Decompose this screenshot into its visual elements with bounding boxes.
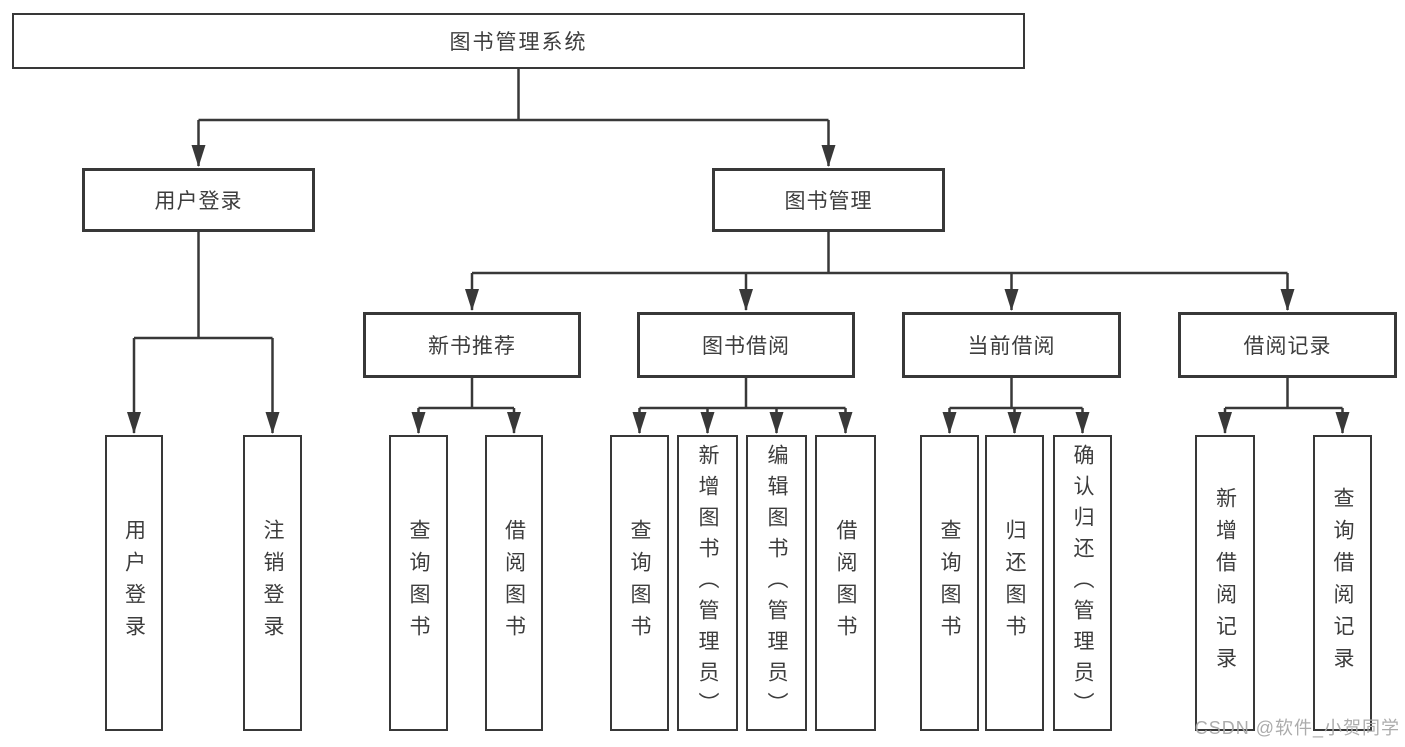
leaf-query-borrow-record: 查询借阅记录	[1313, 435, 1372, 731]
node-label: 注销登录	[261, 519, 285, 647]
node-book-borrowing: 图书借阅	[637, 312, 855, 378]
leaf-query-books-borrowing: 查询图书	[610, 435, 669, 731]
leaf-query-books-recommend: 查询图书	[389, 435, 448, 731]
node-label: 用户登录	[154, 190, 243, 213]
leaf-return-books: 归还图书	[985, 435, 1044, 731]
node-label: 图书借阅	[702, 335, 790, 358]
node-label: 新书推荐	[428, 335, 516, 358]
node-label: 确认归还（管理员）	[1071, 443, 1095, 723]
node-book-management: 图书管理	[712, 168, 945, 232]
leaf-borrow-books: 借阅图书	[815, 435, 876, 731]
node-label: 借阅图书	[502, 519, 526, 647]
node-library-management-system: 图书管理系统	[12, 13, 1025, 69]
node-current-borrowing: 当前借阅	[902, 312, 1121, 378]
node-label: 新增借阅记录	[1213, 487, 1237, 679]
node-label: 查询图书	[938, 519, 962, 647]
node-label: 当前借阅	[967, 335, 1056, 358]
csdn-watermark: CSDN @软件_小贺同学	[1194, 718, 1400, 738]
node-label: 新增图书（管理员）	[696, 443, 720, 723]
node-label: 归还图书	[1003, 519, 1027, 647]
node-label: 借阅记录	[1243, 335, 1332, 358]
node-label: 查询借阅记录	[1331, 487, 1355, 679]
node-label: 图书管理	[784, 190, 873, 213]
node-user-login: 用户登录	[82, 168, 315, 232]
leaf-query-books-current: 查询图书	[920, 435, 979, 731]
leaf-add-books-admin: 新增图书（管理员）	[677, 435, 738, 731]
node-label: 查询图书	[407, 519, 431, 647]
leaf-add-borrow-record: 新增借阅记录	[1195, 435, 1255, 731]
node-label: 查询图书	[628, 519, 652, 647]
node-new-book-recommend: 新书推荐	[363, 312, 581, 378]
node-borrowing-records: 借阅记录	[1178, 312, 1397, 378]
node-label: 编辑图书（管理员）	[765, 443, 789, 723]
node-label: 用户登录	[122, 519, 146, 647]
leaf-logout: 注销登录	[243, 435, 302, 731]
leaf-borrow-books-recommend: 借阅图书	[485, 435, 543, 731]
node-label: 借阅图书	[834, 519, 858, 647]
leaf-edit-books-admin: 编辑图书（管理员）	[746, 435, 807, 731]
node-label: 图书管理系统	[449, 31, 588, 54]
leaf-confirm-return-admin: 确认归还（管理员）	[1053, 435, 1112, 731]
leaf-user-login: 用户登录	[105, 435, 163, 731]
